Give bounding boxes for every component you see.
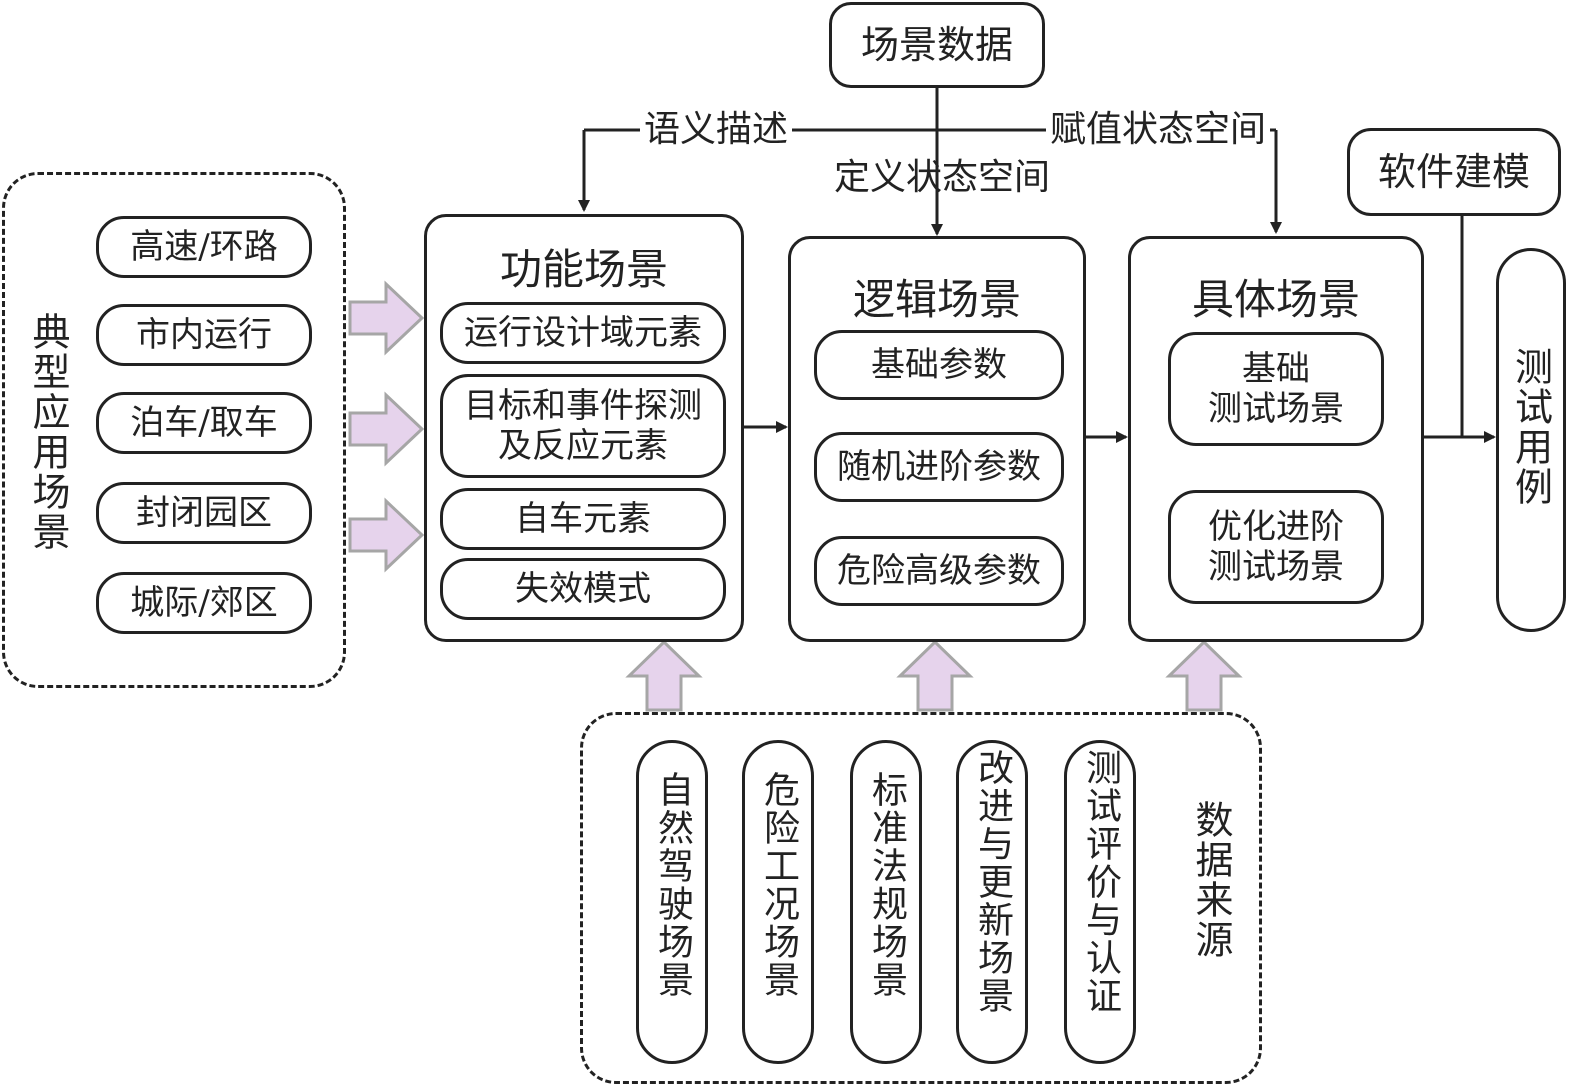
concrete-scene-title: 具体场景 — [1191, 275, 1360, 324]
data-source-item: 自然驾驶场景 — [636, 740, 708, 1064]
logical-item: 随机进阶参数 — [814, 432, 1064, 502]
concrete-item: 优化进阶 测试场景 — [1168, 490, 1384, 604]
scene-data-box: 场景数据 — [829, 2, 1045, 88]
define-state-space-label: 定义状态空间 — [834, 157, 1051, 198]
concrete-item: 基础 测试场景 — [1168, 332, 1384, 446]
functional-item: 失效模式 — [440, 558, 726, 620]
logical-item: 基础参数 — [814, 330, 1064, 400]
application-item: 泊车/取车 — [96, 392, 312, 454]
application-item: 市内运行 — [96, 304, 312, 366]
block-arrows-up — [625, 639, 1243, 712]
block-arrows-right — [348, 280, 425, 573]
typical-application-label: 典型应用场景 — [26, 312, 70, 552]
software-modeling-label: 软件建模 — [1377, 150, 1530, 194]
scene-data-label: 场景数据 — [860, 23, 1013, 67]
block-arrow-up — [1165, 639, 1243, 712]
block-arrow-right — [348, 391, 425, 467]
data-source-item: 标准法规场景 — [850, 740, 922, 1064]
semantic-desc-label: 语义描述 — [640, 110, 793, 150]
test-case-label: 测试用例 — [1508, 347, 1553, 507]
data-source-item: 危险工况场景 — [742, 740, 814, 1064]
block-arrow-up — [625, 639, 703, 712]
data-sources-group — [580, 712, 1262, 1084]
application-item: 城际/郊区 — [96, 572, 312, 634]
logical-item: 危险高级参数 — [814, 536, 1064, 606]
block-arrow-right — [348, 280, 425, 356]
data-source-item: 改进与更新场景 — [956, 740, 1028, 1064]
functional-item: 自车元素 — [440, 488, 726, 550]
functional-item: 目标和事件探测 及反应元素 — [440, 374, 726, 478]
typical-application-group — [2, 172, 346, 688]
application-item: 高速/环路 — [96, 216, 312, 278]
functional-item: 运行设计域元素 — [440, 302, 726, 364]
software-modeling-box: 软件建模 — [1347, 128, 1561, 216]
data-sources-label: 数据来源 — [1189, 800, 1233, 960]
logical-scene-title: 逻辑场景 — [852, 275, 1021, 324]
assign-state-space-label: 赋值状态空间 — [1046, 110, 1271, 150]
functional-scene-title: 功能场景 — [499, 245, 668, 294]
application-item: 封闭园区 — [96, 482, 312, 544]
data-source-item: 测试评价与认证 — [1064, 740, 1136, 1064]
block-arrow-right — [348, 497, 425, 573]
test-case-box: 测试用例 — [1496, 248, 1566, 632]
block-arrow-up — [896, 639, 974, 712]
